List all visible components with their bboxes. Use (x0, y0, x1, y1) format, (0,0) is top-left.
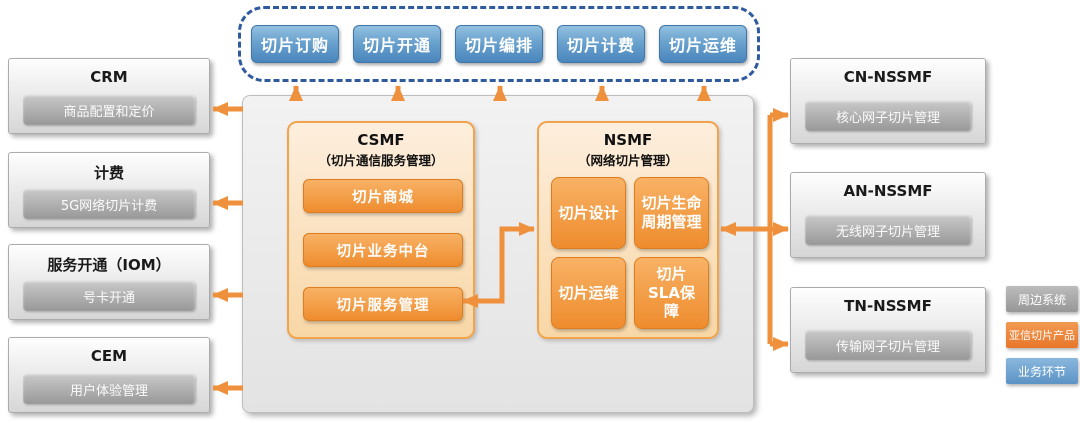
csmf-slice-business-middle-platform: 切片业务中台 (303, 233, 463, 267)
legend-asiainfo-slice-products: 亚信切片产品 (1006, 322, 1078, 348)
nsmf-slice-sla-assurance: 切片SLA保障 (634, 257, 709, 329)
system-box-iom: 服务开通（IOM） 号卡开通 (8, 244, 210, 320)
csmf-slice-mall: 切片商城 (303, 179, 463, 213)
legend-business-steps: 业务环节 (1006, 358, 1078, 384)
system-title: CRM (90, 68, 128, 86)
system-box-tn-nssmf: TN-NSSMF 传输网子切片管理 (790, 287, 986, 373)
business-flow-band: 切片订购 切片开通 切片编排 切片计费 切片运维 (238, 6, 760, 82)
flow-step-slice-order: 切片订购 (251, 25, 339, 63)
nsmf-slice-lifecycle-mgmt: 切片生命周期管理 (634, 177, 709, 249)
system-box-crm: CRM 商品配置和定价 (8, 58, 210, 134)
system-capability: 用户体验管理 (23, 374, 195, 404)
nsmf-slice-design: 切片设计 (551, 177, 626, 249)
system-capability: 传输网子切片管理 (805, 330, 971, 360)
csmf-title: CSMF (357, 131, 405, 149)
nsmf-subtitle: （网络切片管理） (577, 153, 678, 168)
system-capability: 无线网子切片管理 (805, 215, 971, 245)
legend-peripheral-systems: 周边系统 (1006, 286, 1078, 312)
flow-step-slice-activation: 切片开通 (353, 25, 441, 63)
system-capability: 号卡开通 (23, 281, 195, 311)
system-title: 服务开通（IOM） (47, 256, 171, 274)
flow-step-slice-orchestration: 切片编排 (455, 25, 543, 63)
system-title: CEM (90, 347, 128, 365)
nsmf-slice-om: 切片运维 (551, 257, 626, 329)
system-box-cn-nssmf: CN-NSSMF 核心网子切片管理 (790, 58, 986, 144)
system-box-cem: CEM 用户体验管理 (8, 337, 210, 413)
nsmf-title: NSMF (603, 131, 653, 149)
system-capability: 商品配置和定价 (23, 95, 195, 125)
system-capability: 5G网络切片计费 (23, 189, 195, 219)
system-capability: 核心网子切片管理 (805, 101, 971, 131)
csmf-slice-service-mgmt: 切片服务管理 (303, 287, 463, 321)
system-box-an-nssmf: AN-NSSMF 无线网子切片管理 (790, 172, 986, 258)
aisware-platform-box: CSMF （切片通信服务管理） 切片商城 切片业务中台 切片服务管理 NSMF … (242, 95, 754, 413)
csmf-module: CSMF （切片通信服务管理） 切片商城 切片业务中台 切片服务管理 (287, 121, 475, 339)
system-title: CN-NSSMF (843, 68, 933, 86)
system-box-billing: 计费 5G网络切片计费 (8, 152, 210, 228)
csmf-subtitle: （切片通信服务管理） (318, 153, 444, 168)
system-title: AN-NSSMF (843, 182, 933, 200)
system-title: 计费 (93, 164, 124, 182)
system-title: TN-NSSMF (844, 297, 932, 315)
nsmf-module: NSMF （网络切片管理） 切片设计 切片生命周期管理 切片运维 切片SLA保障 (537, 121, 719, 339)
flow-step-slice-om: 切片运维 (659, 25, 747, 63)
flow-step-slice-billing: 切片计费 (557, 25, 645, 63)
